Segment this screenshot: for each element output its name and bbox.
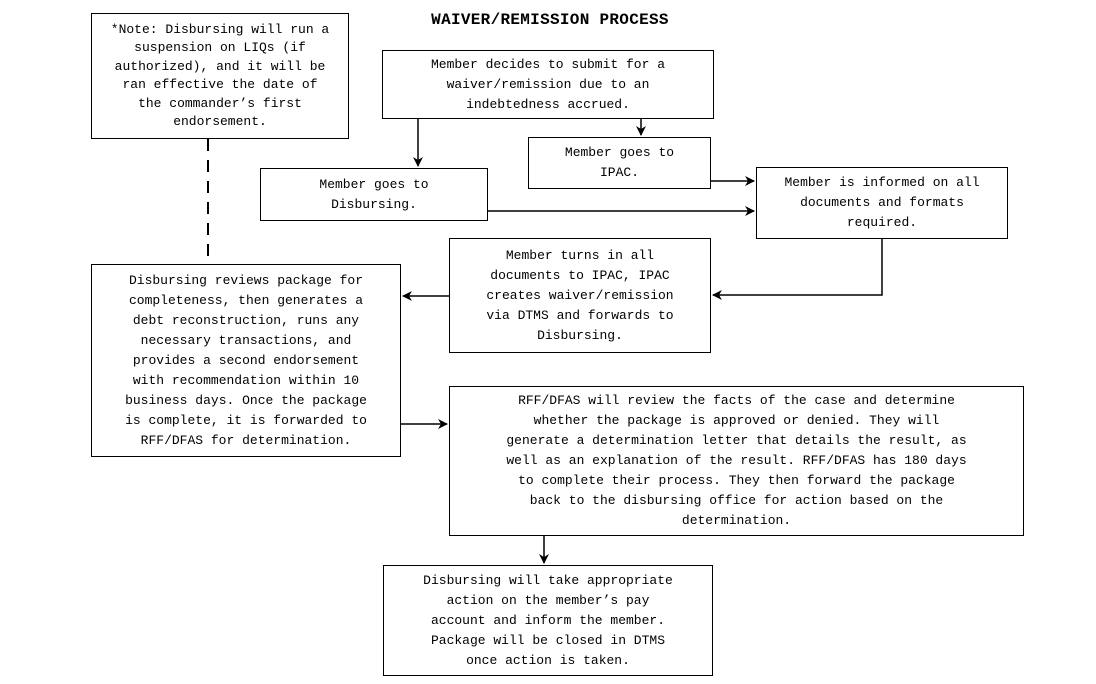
box-line: via DTMS and forwards to <box>486 307 674 323</box>
note-line: endorsement. <box>173 114 267 129</box>
box-line: Member decides to submit for a <box>430 56 666 72</box>
box-line: waiver/remission due to an <box>446 76 650 92</box>
box-line: Disbursing. <box>331 196 417 212</box>
box-line: back to the disbursing office for action… <box>529 493 944 508</box>
box-line: Member is informed on all <box>784 175 980 190</box>
box-line: Package will be closed in DTMS <box>430 632 666 648</box>
box-line: with recommendation within 10 <box>132 372 360 388</box>
disbursing-final-action-box: Disbursing will take appropriate action … <box>383 565 713 676</box>
box-line: documents to IPAC, IPAC <box>490 267 670 283</box>
note-line: the commander’s first <box>138 95 302 111</box>
box-line: determination. <box>681 513 792 528</box>
box-line: business days. Once the package <box>125 392 367 408</box>
box-line: well as an explanation of the result. RF… <box>506 453 967 468</box>
box-line: Member goes to <box>319 176 429 192</box>
member-goes-disbursing-box: Member goes to Disbursing. <box>260 168 488 221</box>
box-line: indebtedness accrued. <box>466 96 630 112</box>
box-line: provides a second endorsement <box>132 352 360 368</box>
box-line: once action is taken. <box>466 652 630 668</box>
box-line: Disbursing. <box>537 327 623 343</box>
rff-dfas-review-box: RFF/DFAS will review the facts of the ca… <box>449 386 1024 536</box>
disbursing-reviews-box: Disbursing reviews package for completen… <box>91 264 401 457</box>
box-line: RFF/DFAS for determination. <box>140 432 352 448</box>
note-line: authorized), and it will be <box>114 58 326 74</box>
box-line: is complete, it is forwarded to <box>125 412 367 428</box>
box-line: Member turns in all <box>505 247 655 263</box>
box-line: account and inform the member. <box>430 612 666 628</box>
box-line: documents and formats <box>800 195 964 210</box>
note-line: *Note: Disbursing will run a <box>110 21 330 37</box>
note-line: suspension on LIQs (if <box>134 40 306 55</box>
box-line: creates waiver/remission <box>486 287 674 303</box>
member-turns-in-box: Member turns in all documents to IPAC, I… <box>449 238 711 353</box>
diagram-title: WAIVER/REMISSION PROCESS <box>431 11 669 29</box>
box-line: generate a determination letter that det… <box>506 433 967 448</box>
box-line: completeness, then generates a <box>128 292 364 308</box>
box-line: RFF/DFAS will review the facts of the ca… <box>518 393 955 408</box>
box-line: Member goes to <box>564 145 675 160</box>
box-line: debt reconstruction, runs any <box>132 312 360 328</box>
box-line: Disbursing reviews package for <box>128 272 364 288</box>
box-line: required. <box>846 215 918 230</box>
arrow-informed-to-turnin <box>712 239 883 300</box>
member-informed-box: Member is informed on all documents and … <box>756 167 1008 239</box>
note-line: ran effective the date of <box>122 77 318 92</box>
box-line: necessary transactions, and <box>140 332 352 348</box>
box-line: Disbursing will take appropriate <box>423 572 673 588</box>
box-line: whether the package is approved or denie… <box>533 413 940 428</box>
box-line: to complete their process. They then for… <box>518 473 955 488</box>
box-line: action on the member’s pay <box>446 592 650 608</box>
note-box: *Note: Disbursing will run a suspension … <box>91 13 349 139</box>
member-decides-box: Member decides to submit for a waiver/re… <box>382 50 714 119</box>
member-goes-ipac-box: Member goes to IPAC. <box>528 137 711 189</box>
box-line: IPAC. <box>599 165 639 180</box>
